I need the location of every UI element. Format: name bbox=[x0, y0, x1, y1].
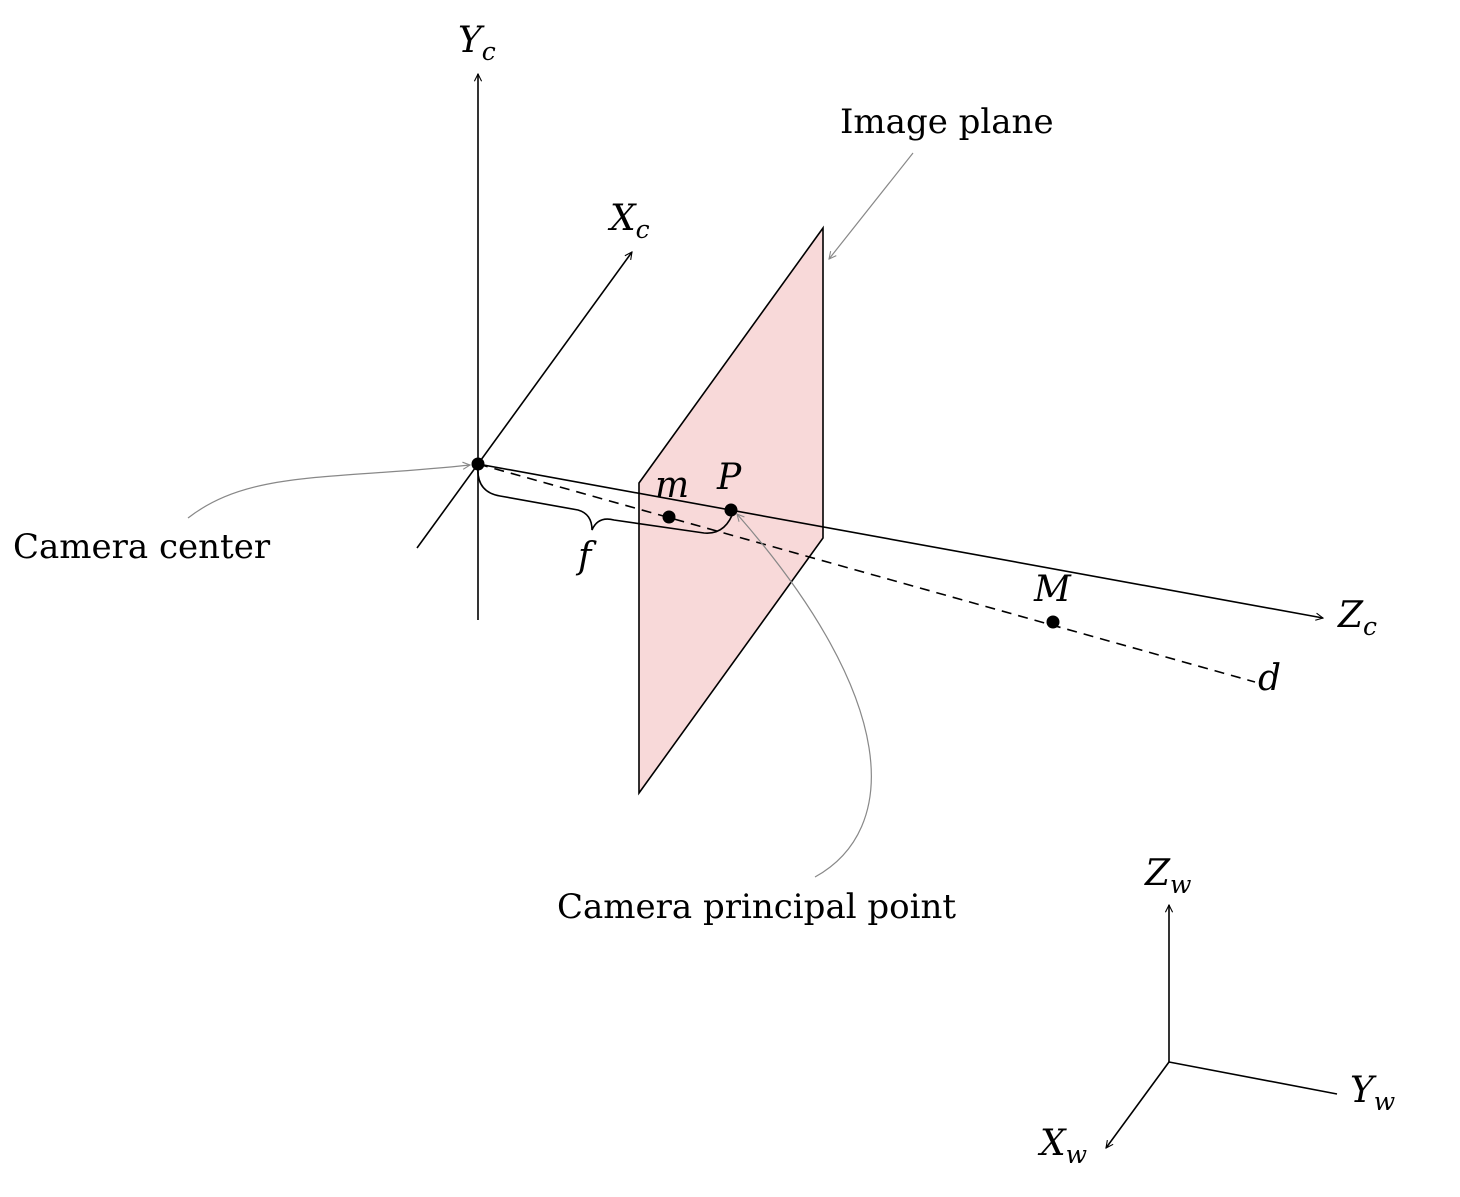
point-P bbox=[724, 503, 738, 517]
point-P-label: P bbox=[716, 457, 742, 498]
world-y-axis bbox=[1168, 1061, 1338, 1095]
world-y-axis-label: Yw bbox=[1350, 1070, 1395, 1116]
image-plane-leader bbox=[829, 152, 914, 259]
focal-length-brace bbox=[477, 465, 735, 534]
principal-point-leader bbox=[737, 514, 872, 878]
point-m-label: m bbox=[655, 465, 689, 506]
camera-z-axis-label: Zc bbox=[1337, 595, 1377, 641]
camera-center-leader bbox=[187, 465, 470, 519]
world-x-axis-label: Xw bbox=[1037, 1123, 1087, 1169]
ray-d-label: d bbox=[1258, 658, 1281, 699]
focal-length-label: f bbox=[575, 536, 597, 577]
camera-center-point bbox=[471, 457, 485, 471]
camera-y-axis-label: Yc bbox=[458, 20, 496, 66]
point-m bbox=[662, 510, 676, 524]
projection-ray bbox=[477, 463, 1256, 683]
camera-z-axis bbox=[477, 463, 1323, 618]
camera-x-axis bbox=[416, 252, 632, 549]
image-plane-label: Image plane bbox=[840, 102, 1054, 142]
world-z-axis-label: Zw bbox=[1144, 853, 1191, 899]
world-x-axis bbox=[1106, 1061, 1170, 1148]
camera-x-axis-label: Xc bbox=[607, 198, 650, 244]
camera-center-label: Camera center bbox=[13, 527, 271, 567]
principal-point-label: Camera principal point bbox=[557, 887, 956, 927]
point-M bbox=[1046, 615, 1060, 629]
point-M-label: M bbox=[1033, 569, 1072, 610]
